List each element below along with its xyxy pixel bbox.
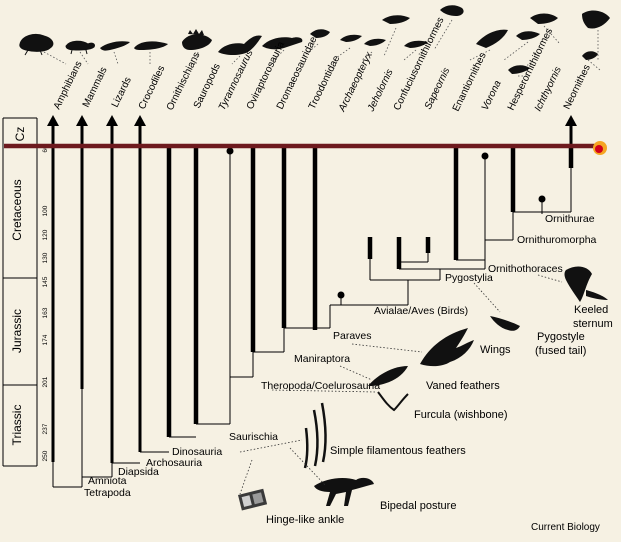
clade-label-paraves: Paraves	[333, 330, 372, 342]
tyrannosaurus-silhouette	[262, 37, 303, 54]
taxon-silhouettes	[19, 5, 610, 74]
time-label-163: 163	[42, 307, 49, 318]
clade-label-archosauria: Archosauria	[146, 457, 202, 469]
clade-label-saurischia: Saurischia	[229, 431, 278, 443]
feature-label-keeled: Keeled	[574, 304, 608, 316]
clade-label-avialae: Avialae/Aves (Birds)	[374, 305, 468, 317]
neornithes-silhouette	[582, 10, 610, 29]
asteroid-icon	[593, 141, 607, 155]
clade-label-dinosauria: Dinosauria	[172, 446, 222, 458]
lizard-silhouette	[100, 41, 130, 51]
jeholornis-silhouette	[404, 40, 428, 48]
time-label-201: 201	[42, 376, 49, 387]
archaeopteryx-silhouette	[382, 15, 410, 29]
ichthyornis-silhouette	[582, 51, 598, 60]
feature-label-bipedal-posture: Bipedal posture	[380, 500, 456, 512]
taxon-label-lizards: Lizards	[110, 76, 134, 110]
period-cretaceous: Cretaceous	[10, 179, 24, 240]
time-label-120: 120	[42, 229, 49, 240]
vaned-feather-illustration	[368, 366, 408, 386]
period-cenozoic: Cz	[13, 127, 27, 142]
sapeornis-silhouette	[476, 29, 508, 48]
feature-label-hinge-ankle: Hinge-like ankle	[266, 514, 344, 526]
feature-label-filamentous-feathers: Simple filamentous feathers	[330, 445, 466, 457]
clade-label-amniota: Amniota	[88, 475, 127, 487]
extinct-lineages	[166, 146, 574, 437]
crocodile-silhouette	[134, 41, 168, 50]
time-label-100: 100	[42, 205, 49, 216]
clade-label-diapsida: Diapsida	[118, 466, 159, 478]
feature-label-fused-tail: (fused tail)	[535, 345, 586, 357]
ornithischian-silhouette	[182, 29, 212, 50]
clade-label-maniraptora: Maniraptora	[294, 353, 350, 365]
confuciusornis-silhouette	[440, 5, 464, 22]
pygostyle-illustration	[490, 316, 520, 331]
clade-label-ornithuromorpha: Ornithuromorpha	[517, 234, 597, 246]
terminal-dots	[226, 147, 546, 299]
label-leaders	[43, 19, 601, 77]
furcula-illustration	[377, 391, 409, 412]
sauropod-silhouette	[218, 35, 262, 55]
oviraptorosaur-silhouette	[310, 29, 330, 44]
feature-leaders	[239, 274, 563, 495]
feature-label-furcula: Furcula (wishbone)	[414, 409, 508, 421]
taxon-label-troodontidae: Troodontidae	[307, 53, 343, 111]
clade-label-tetrapoda: Tetrapoda	[84, 487, 131, 499]
wing-illustration	[420, 328, 474, 367]
enantiornithine-silhouette	[516, 31, 540, 40]
feature-label-wings: Wings	[480, 344, 511, 356]
feature-illustrations	[238, 266, 608, 511]
period-jurassic: Jurassic	[10, 309, 24, 353]
taxon-label-crocodiles: Crocodiles	[137, 64, 168, 111]
time-scale-panel	[2, 117, 38, 467]
sternum-illustration	[564, 266, 608, 302]
taxon-label-neornithes: Neornithes	[562, 63, 593, 111]
amphibian-silhouette	[19, 33, 54, 56]
time-label-174: 174	[42, 334, 49, 345]
surviving-lineages	[47, 115, 577, 463]
feature-labels: Hinge-like ankle Bipedal posture Simple …	[266, 304, 613, 526]
time-label-237: 237	[42, 423, 49, 434]
time-label-145: 145	[42, 276, 49, 287]
vorona-silhouette	[508, 65, 530, 74]
feature-label-sternum: sternum	[573, 318, 613, 330]
clade-label-theropoda-coelurosauria: Theropoda/Coelurosauria	[261, 380, 380, 392]
period-triassic: Triassic	[10, 405, 24, 446]
feature-label-pygostyle: Pygostyle	[537, 331, 585, 343]
time-label-130: 130	[42, 252, 49, 263]
clade-label-ornithurae: Ornithurae	[545, 213, 595, 225]
taxon-label-sapeornis: Sapeornis	[423, 66, 453, 111]
clade-labels: Tetrapoda Amniota Diapsida Archosauria D…	[84, 213, 597, 499]
hesperornithiform-silhouette	[530, 13, 558, 24]
clade-label-pygostylia: Pygostylia	[445, 272, 493, 284]
troodontid-silhouette	[364, 38, 386, 51]
mammal-silhouette	[65, 40, 95, 55]
time-label-66: 66	[42, 145, 49, 153]
figure-credit: Current Biology	[531, 522, 600, 533]
taxon-label-mammals: Mammals	[81, 66, 110, 110]
taxon-label-vorona: Vorona	[480, 78, 504, 112]
dromaeosaur-silhouette	[340, 34, 362, 48]
taxon-label-ichthyornis: Ichthyornis	[533, 65, 564, 113]
time-label-250: 250	[42, 450, 49, 461]
bipedal-dinosaur-illustration	[314, 477, 374, 506]
hinge-ankle-illustration	[238, 488, 268, 511]
tree-branches	[52, 152, 572, 488]
clade-label-ornithothoraces: Ornithothoraces	[488, 263, 563, 275]
feature-label-vaned-feathers: Vaned feathers	[426, 380, 500, 392]
taxon-label-amphibians: Amphibians	[52, 60, 85, 112]
filament-feathers-illustration	[303, 402, 327, 469]
